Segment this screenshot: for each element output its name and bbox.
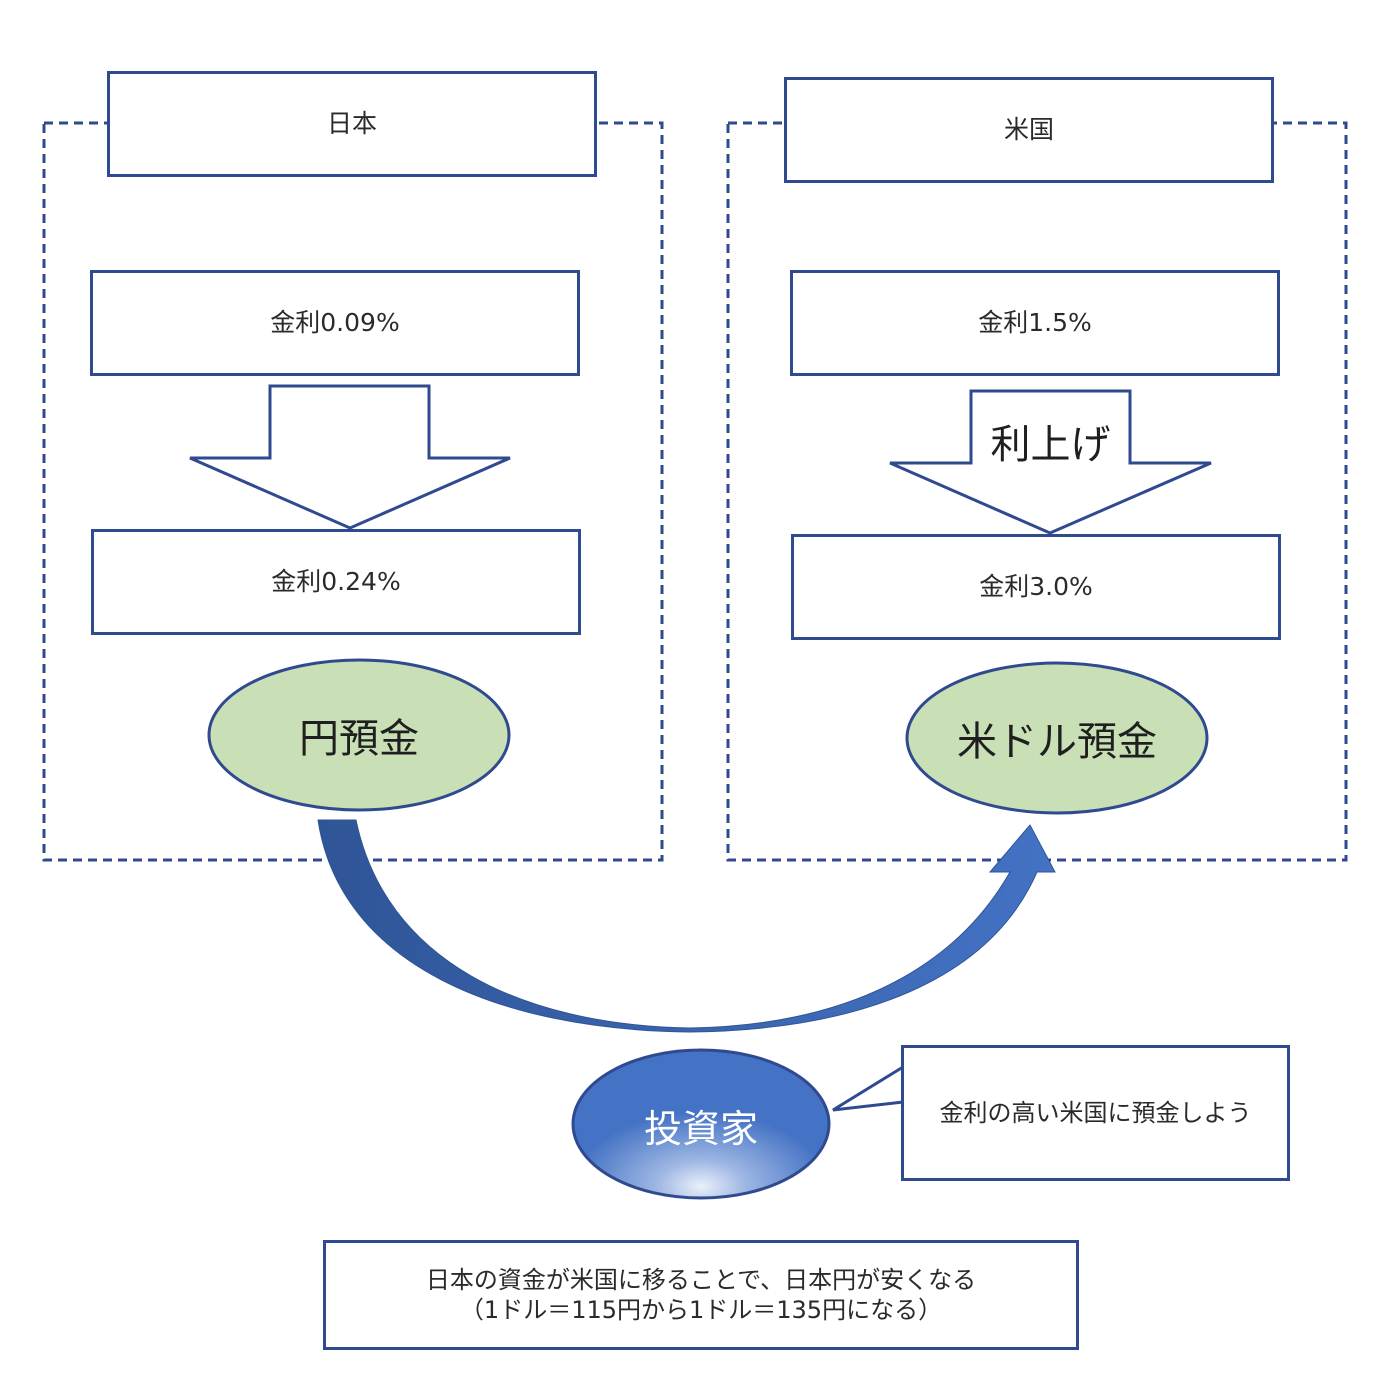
- usd-deposit-label: 米ドル預金: [957, 719, 1157, 765]
- investor-ellipse: [571, 1048, 831, 1200]
- yen-deposit-ellipse: [207, 658, 511, 812]
- rate-hike-label-wrap: 利上げ: [971, 405, 1130, 477]
- speech-bubble-tail: [832, 1064, 905, 1112]
- investor-label: 投資家: [643, 1106, 758, 1151]
- capital-flow-arrow: [317, 819, 1056, 1033]
- japan-title: 日本: [326, 109, 377, 139]
- usd-deposit-label-wrap: 米ドル預金: [907, 693, 1207, 783]
- usa-title: 米国: [1003, 115, 1054, 145]
- yen-deposit-label: 円預金: [299, 716, 419, 762]
- japan-title-box: 日本: [107, 71, 597, 177]
- usa-rate-after: 金利3.0%: [979, 572, 1093, 602]
- usa-rate-after-box: 金利3.0%: [791, 534, 1281, 640]
- usa-rate-before-box: 金利1.5%: [790, 270, 1280, 376]
- rate-hike-label: 利上げ: [990, 422, 1111, 468]
- conclusion-box: 日本の資金が米国に移ることで、日本円が安くなる （1ドル＝115円から1ドル＝1…: [323, 1240, 1079, 1350]
- conclusion-line-1: 日本の資金が米国に移ることで、日本円が安くなる: [425, 1266, 977, 1294]
- yen-deposit-label-wrap: 円預金: [209, 690, 509, 780]
- investor-speech-text: 金利の高い米国に預金しよう: [939, 1099, 1252, 1127]
- usd-deposit-ellipse: [905, 661, 1209, 815]
- japan-rate-before-box: 金利0.09%: [90, 270, 580, 376]
- japan-down-arrow: [189, 384, 511, 530]
- investor-label-wrap: 投資家: [573, 1085, 829, 1165]
- investor-speech-bubble: 金利の高い米国に預金しよう: [901, 1045, 1290, 1181]
- conclusion-line-2: （1ドル＝115円から1ドル＝135円になる）: [459, 1296, 943, 1324]
- usa-rate-before: 金利1.5%: [978, 308, 1092, 338]
- usa-title-box: 米国: [784, 77, 1274, 183]
- japan-rate-after: 金利0.24%: [271, 567, 401, 597]
- japan-rate-after-box: 金利0.24%: [91, 529, 581, 635]
- japan-rate-before: 金利0.09%: [270, 308, 400, 338]
- usa-down-arrow: [889, 389, 1212, 535]
